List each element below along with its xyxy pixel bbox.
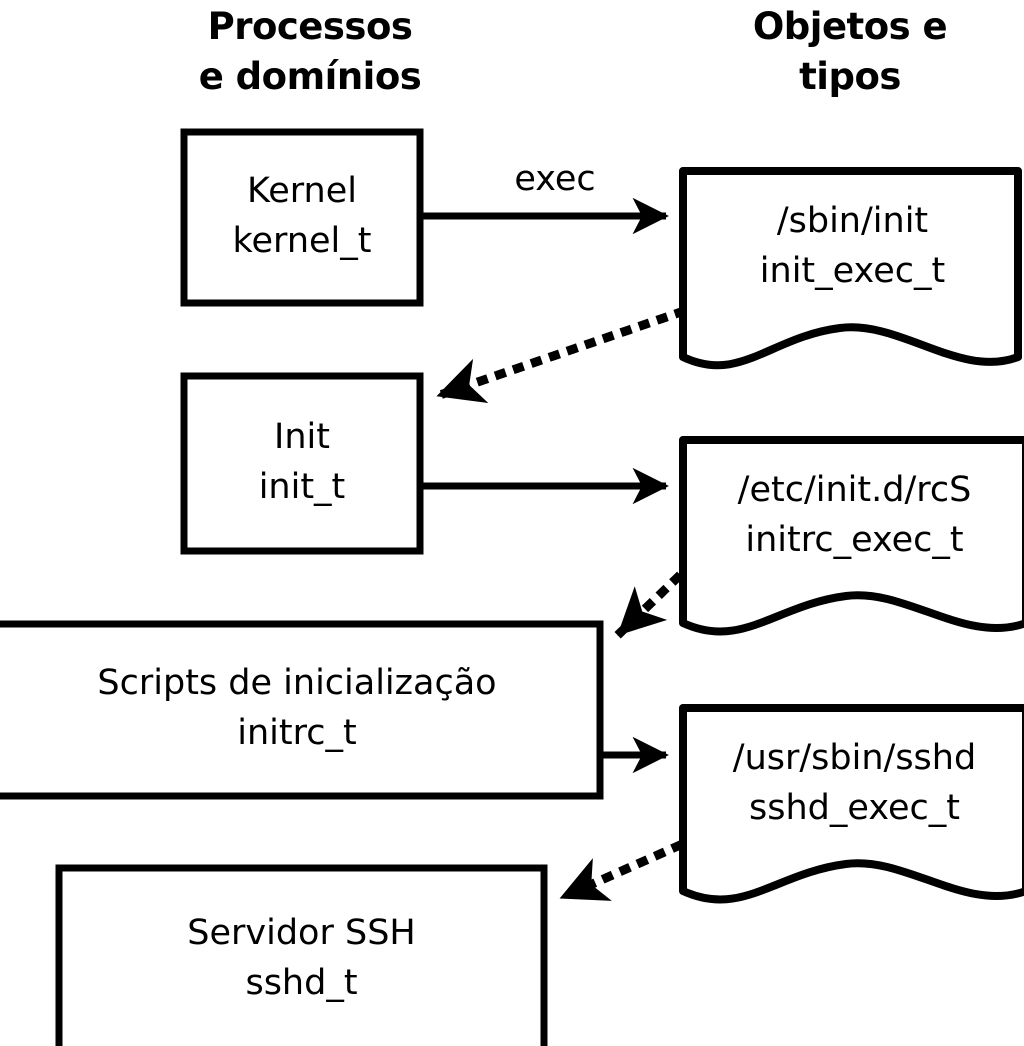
node-sshd-exec-doc[interactable] bbox=[679, 704, 1024, 904]
node-initrc-exec-doc[interactable] bbox=[679, 436, 1024, 636]
column-header-processes: Processos e domínios bbox=[198, 5, 422, 98]
edge-sshd-exec-to-sshd bbox=[557, 840, 684, 903]
edge-init-exec-to-init bbox=[434, 306, 687, 404]
edge-label-exec: exec bbox=[514, 159, 596, 199]
node-kernel-box[interactable] bbox=[180, 128, 424, 307]
node-init-exec-doc[interactable] bbox=[679, 167, 1022, 370]
node-init-box[interactable] bbox=[180, 372, 424, 555]
edge-initrc-exec-to-initrc bbox=[613, 571, 684, 640]
column-header-objects: Objetos e tipos bbox=[752, 5, 948, 98]
node-sshd-box[interactable] bbox=[55, 864, 548, 1046]
node-initrc-box[interactable] bbox=[0, 620, 604, 800]
